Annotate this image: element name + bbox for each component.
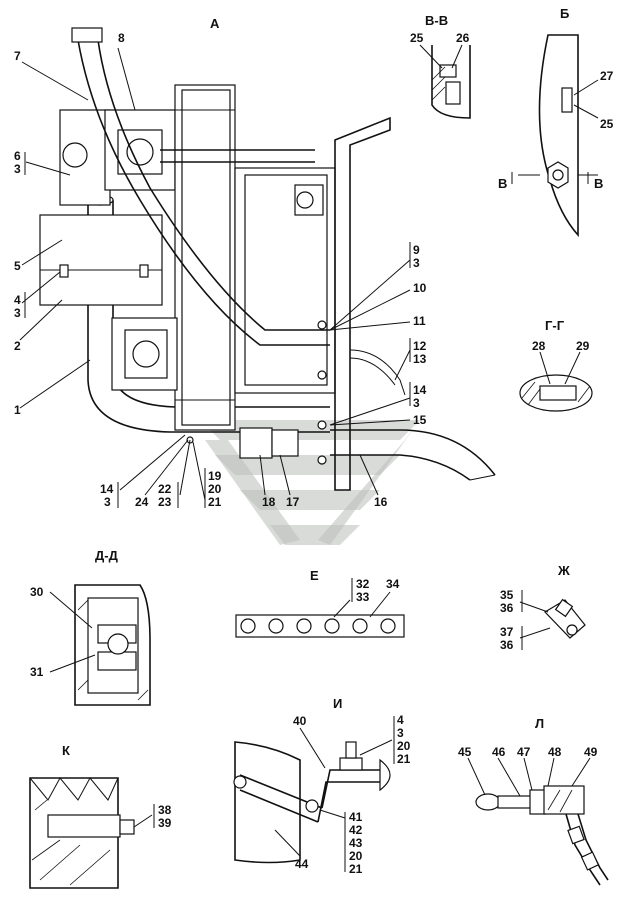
callout-20: 20: [349, 849, 363, 863]
callout-35: 35: [500, 588, 514, 602]
section-bb-view: [419, 44, 471, 119]
callout-3: 3: [413, 396, 420, 410]
callout-31: 31: [30, 665, 44, 679]
view-k: [29, 777, 155, 889]
view-l: [467, 757, 609, 886]
callout-19: 19: [208, 469, 222, 483]
callout-4: 4: [14, 293, 21, 307]
callout-3: 3: [413, 256, 420, 270]
callout-11: 11: [413, 314, 426, 328]
callout-39: 39: [158, 816, 172, 830]
callout-26: 26: [456, 31, 470, 45]
callout-20: 20: [397, 739, 411, 753]
callout-38: 38: [158, 803, 172, 817]
callout-48: 48: [548, 745, 562, 759]
callout-6: 6: [14, 149, 21, 163]
callout-3: 3: [397, 726, 404, 740]
callout-36: 36: [500, 601, 514, 615]
section-label-i: И: [333, 696, 342, 711]
section-label-dd: Д-Д: [95, 548, 119, 563]
callout-10: 10: [413, 281, 427, 295]
callout-3: 3: [14, 162, 21, 176]
callout-37: 37: [500, 625, 514, 639]
callout-3: 3: [104, 495, 111, 509]
callout-25: 25: [600, 117, 614, 131]
callout-20: 20: [208, 482, 222, 496]
callout-8: 8: [118, 31, 125, 45]
callout-16: 16: [374, 495, 388, 509]
view-b: [511, 34, 599, 238]
callout-24: 24: [135, 495, 149, 509]
callout-29: 29: [576, 339, 590, 353]
callout-9: 9: [413, 243, 420, 257]
cut-label-v-right: В: [594, 176, 603, 191]
callout-22: 22: [158, 482, 172, 496]
section-label-zh: Ж: [557, 563, 570, 578]
callout-43: 43: [349, 836, 363, 850]
section-label-b: Б: [560, 6, 569, 21]
callout-41: 41: [349, 810, 363, 824]
callout-27: 27: [600, 69, 614, 83]
section-label-k: К: [62, 743, 70, 758]
callout-12: 12: [413, 339, 427, 353]
callout-46: 46: [492, 745, 506, 759]
callout-3: 3: [14, 306, 21, 320]
view-e: [235, 578, 405, 638]
section-label-bb: В-В: [425, 13, 448, 28]
callout-32: 32: [356, 577, 370, 591]
callout-23: 23: [158, 495, 172, 509]
callout-28: 28: [532, 339, 546, 353]
callout-13: 13: [413, 352, 427, 366]
callout-47: 47: [517, 745, 531, 759]
callout-49: 49: [584, 745, 598, 759]
callout-14: 14: [100, 482, 114, 496]
callout-25: 25: [410, 31, 424, 45]
callout-45: 45: [458, 745, 472, 759]
section-dd-view: [49, 584, 151, 706]
callout-5: 5: [14, 259, 21, 273]
callout-36: 36: [500, 638, 514, 652]
main-view-a: [19, 27, 496, 508]
callout-7: 7: [14, 49, 21, 63]
callout-42: 42: [349, 823, 363, 837]
callout-21: 21: [349, 862, 363, 876]
section-label-gg: Г-Г: [545, 318, 565, 333]
callout-14: 14: [413, 383, 427, 397]
callout-33: 33: [356, 590, 370, 604]
callout-17: 17: [286, 495, 300, 509]
section-label-a: А: [210, 16, 220, 31]
section-gg-view: [519, 351, 593, 412]
cut-label-v-left: В: [498, 176, 507, 191]
callout-44: 44: [295, 857, 309, 871]
callout-4: 4: [397, 713, 404, 727]
callout-40: 40: [293, 714, 307, 728]
company-logo-watermark: [200, 420, 420, 545]
callout-34: 34: [386, 577, 400, 591]
callout-15: 15: [413, 413, 427, 427]
section-label-e: Е: [310, 568, 319, 583]
callout-30: 30: [30, 585, 44, 599]
callout-21: 21: [397, 752, 411, 766]
view-i: [233, 716, 395, 872]
callout-21: 21: [208, 495, 222, 509]
callout-18: 18: [262, 495, 276, 509]
callout-2: 2: [14, 339, 21, 353]
section-label-l: Л: [535, 716, 544, 731]
view-zh: [519, 590, 586, 650]
callout-1: 1: [14, 403, 21, 417]
